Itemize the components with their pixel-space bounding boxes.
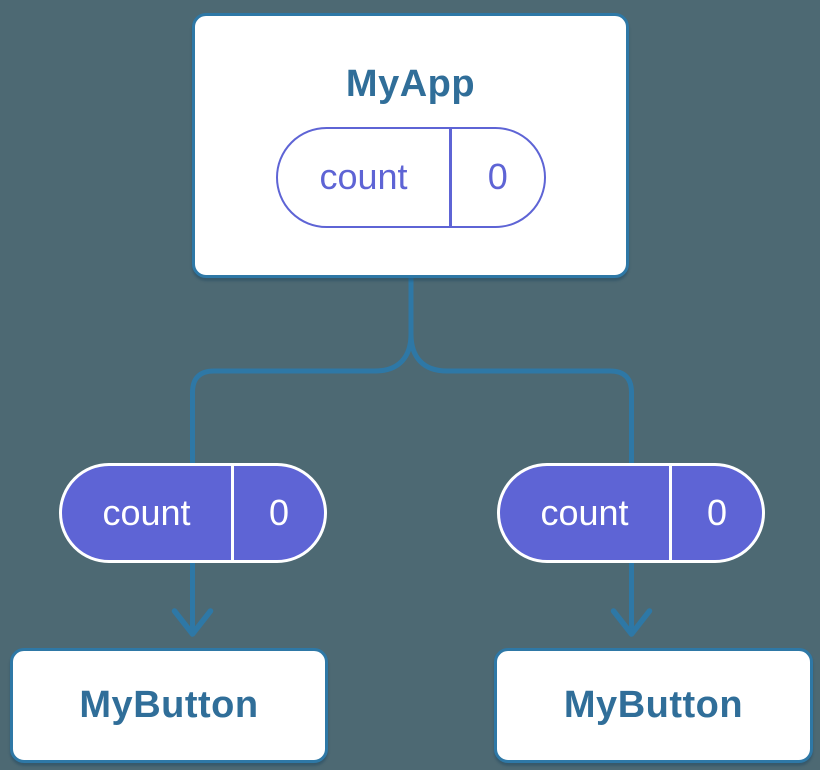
arrow-down-icon [171, 608, 214, 637]
state-pill: count 0 [275, 126, 546, 228]
prop-pill-left: count 0 [59, 463, 327, 563]
arrow-down-icon [610, 608, 653, 637]
connector-right-branch [408, 277, 634, 631]
mybutton-card-right: MyButton [494, 648, 813, 763]
prop-pill-right: count 0 [497, 463, 765, 563]
prop-name: count [102, 492, 191, 533]
child-component-title: MyButton [79, 683, 259, 726]
state-value: 0 [487, 156, 508, 198]
pill-divider [231, 466, 235, 560]
prop-value: 0 [269, 492, 290, 533]
myapp-card: MyApp count 0 [192, 13, 629, 278]
mybutton-card-left: MyButton [10, 648, 328, 763]
connector-left-branch [190, 277, 414, 631]
state-name: count [319, 156, 408, 198]
root-component-title: MyApp [345, 63, 476, 106]
child-component-title: MyButton [563, 683, 744, 726]
pill-divider [669, 466, 673, 560]
prop-name: count [540, 492, 629, 533]
prop-value: 0 [707, 492, 728, 533]
pill-divider [449, 128, 452, 226]
